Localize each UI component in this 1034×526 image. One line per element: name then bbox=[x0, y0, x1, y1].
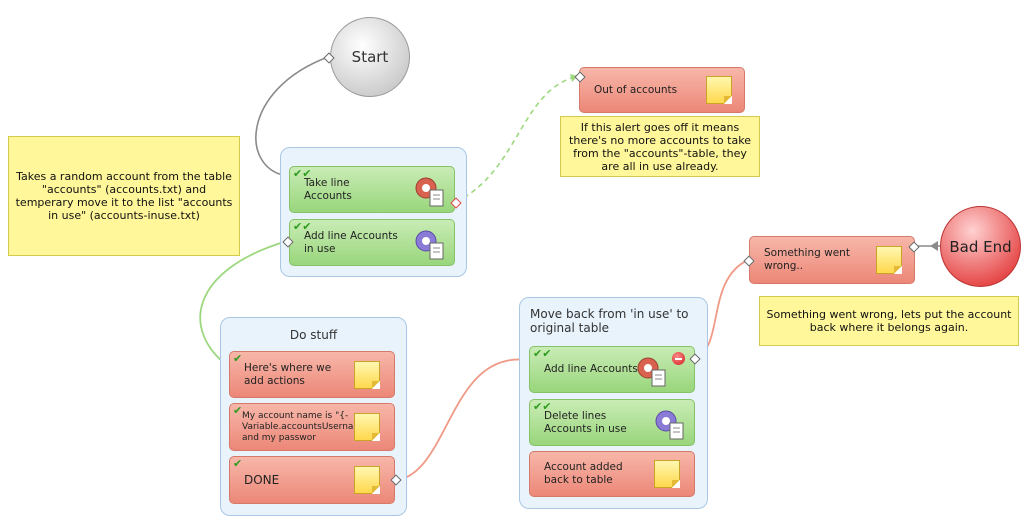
action-add-line-accounts-in-use[interactable]: ✔✔ Add line Accounts in use bbox=[289, 219, 455, 266]
sticky-note-icon bbox=[706, 76, 732, 104]
action-account-added-back[interactable]: Account added back to table bbox=[529, 451, 695, 497]
stop-icon bbox=[672, 352, 685, 365]
sticky-note-icon bbox=[354, 361, 380, 389]
bad-end-node[interactable]: Bad End bbox=[940, 206, 1021, 287]
check-icon: ✔✔ bbox=[533, 347, 552, 360]
gear-document-icon bbox=[655, 410, 684, 440]
connector-done-to-add-line-accounts bbox=[397, 358, 529, 481]
arrowhead-bad-end bbox=[930, 241, 938, 251]
action-take-line-accounts[interactable]: ✔✔ Take line Accounts bbox=[289, 166, 455, 213]
action-out-of-accounts[interactable]: Out of accounts bbox=[579, 67, 745, 113]
action-label: Something went wrong.. bbox=[764, 247, 850, 272]
action-label: Add line Accounts in use bbox=[304, 229, 398, 255]
gear-document-icon bbox=[415, 177, 444, 207]
action-label: DONE bbox=[244, 472, 280, 487]
action-heres-where-we-add-actions[interactable]: ✔ Here's where we add actions bbox=[229, 351, 395, 398]
bad-end-label: Bad End bbox=[949, 237, 1012, 256]
start-node[interactable]: Start bbox=[330, 17, 410, 97]
connector-add-line-to-heres-where bbox=[199, 240, 288, 368]
sticky-note-icon bbox=[354, 466, 380, 494]
action-add-line-accounts[interactable]: ✔✔ Add line Accounts bbox=[529, 346, 695, 393]
gear-document-icon bbox=[415, 230, 444, 260]
comment-put-back[interactable]: Something went wrong, lets put the accou… bbox=[759, 296, 1019, 346]
start-label: Start bbox=[351, 48, 389, 66]
connector-start-to-take-line bbox=[255, 56, 329, 177]
comment-takes-random-account[interactable]: Takes a random account from the table "a… bbox=[8, 136, 240, 256]
gear-document-icon bbox=[637, 357, 666, 387]
action-label: My account name is "{-Variable.accountsU… bbox=[242, 410, 381, 443]
action-my-account-name[interactable]: ✔ My account name is "{-Variable.account… bbox=[229, 403, 395, 451]
sticky-note-icon bbox=[654, 460, 680, 488]
check-icon: ✔ bbox=[233, 404, 243, 417]
group-title: Move back from 'in use' to original tabl… bbox=[530, 307, 689, 335]
action-label: Out of accounts bbox=[594, 83, 678, 96]
comment-alert-note[interactable]: If this alert goes off it means there's … bbox=[560, 116, 760, 177]
check-icon: ✔✔ bbox=[293, 167, 312, 180]
check-icon: ✔✔ bbox=[533, 400, 552, 413]
action-label: Account added back to table bbox=[544, 461, 623, 486]
check-icon: ✔✔ bbox=[293, 220, 312, 233]
action-done[interactable]: ✔ DONE bbox=[229, 456, 395, 504]
action-label: Take line Accounts bbox=[304, 176, 352, 202]
action-label: Delete lines Accounts in use bbox=[544, 409, 627, 435]
group-title: Do stuff bbox=[289, 328, 338, 342]
action-label: Here's where we add actions bbox=[244, 361, 332, 387]
action-label: Add line Accounts bbox=[544, 363, 638, 375]
check-icon: ✔ bbox=[233, 457, 243, 470]
action-delete-lines-accounts-in-use[interactable]: ✔✔ Delete lines Accounts in use bbox=[529, 399, 695, 446]
sticky-note-icon bbox=[354, 413, 380, 441]
check-icon: ✔ bbox=[233, 352, 243, 365]
sticky-note-icon bbox=[876, 246, 902, 274]
action-something-went-wrong[interactable]: Something went wrong.. bbox=[749, 236, 915, 284]
